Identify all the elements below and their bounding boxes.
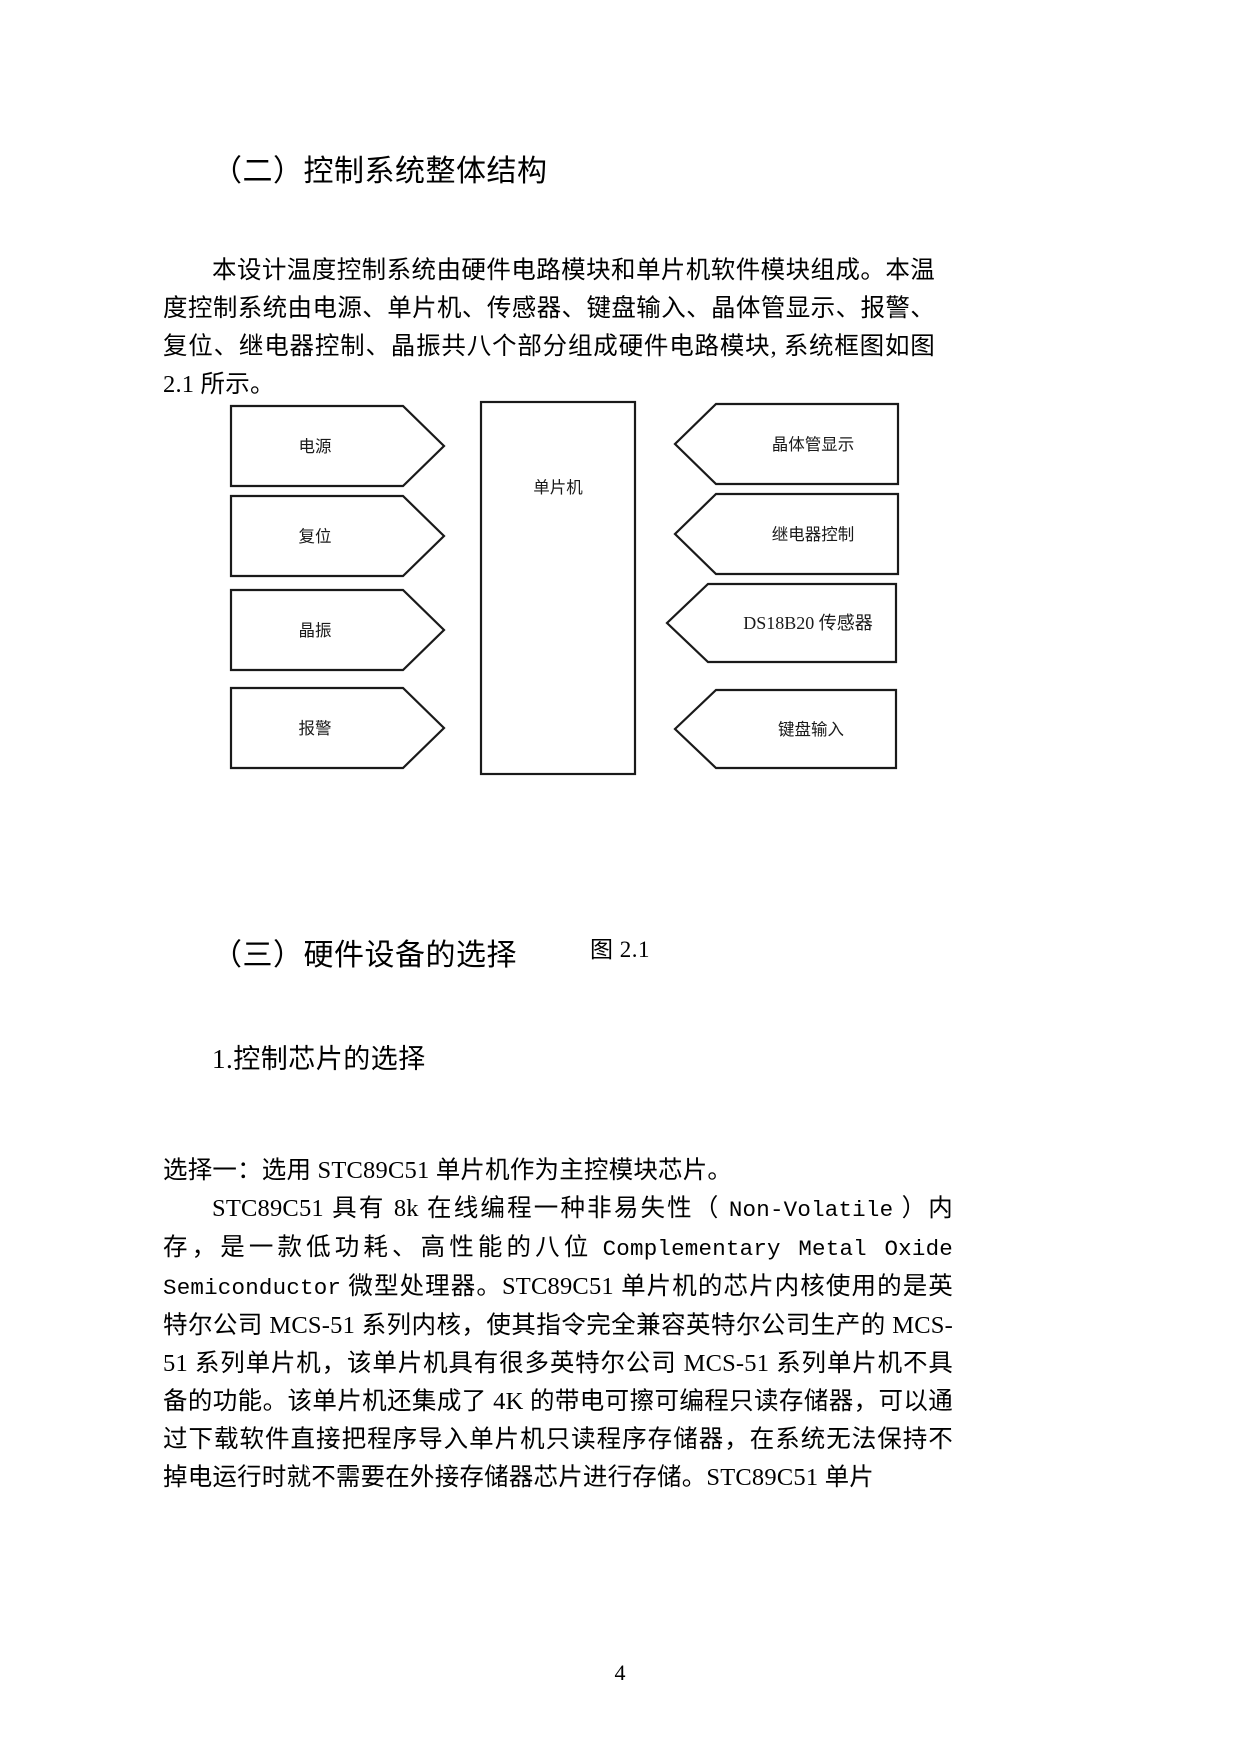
diagram-left-label-3: 晶振 [299, 621, 332, 640]
detail-mono-run-2: Complementary Metal Oxide Semiconductor [163, 1236, 953, 1301]
heading-subsection-one: 1.控制芯片的选择 [212, 1044, 426, 1074]
heading-section-two: （二）控制系统整体结构 [212, 155, 548, 188]
detail-mono-run-1: Non-Volatile [728, 1197, 894, 1223]
figure-block-diagram: 单片机 电源 复位 晶振 报警 晶体管显示 [163, 390, 953, 790]
page-number: 4 [614, 1660, 626, 1685]
diagram-left-label-1: 电源 [299, 437, 332, 456]
diagram-left-label-4: 报警 [299, 719, 332, 738]
block-diagram-svg: 单片机 电源 复位 晶振 报警 晶体管显示 [229, 400, 900, 776]
diagram-right-block-3: DS18B20 传感器 [665, 582, 898, 664]
paragraph-intro: 本设计温度控制系统由硬件电路模块和单片机软件模块组成。本温度控制系统由电源、单片… [163, 257, 935, 398]
diagram-center-label: 单片机 [533, 478, 583, 497]
heading-section-three: （三）硬件设备的选择 [212, 939, 517, 972]
diagram-left-block-4: 报警 [229, 686, 446, 770]
diagram-right-label-3: DS18B20 传感器 [743, 613, 873, 633]
diagram-right-block-4: 键盘输入 [673, 688, 898, 770]
diagram-center-mcu: 单片机 [479, 400, 637, 776]
diagram-left-block-2: 复位 [229, 494, 446, 578]
diagram-right-block-1: 晶体管显示 [673, 402, 900, 486]
detail-text-run-1: STC89C51 具有 8k 在线编程一种非易失性（ [212, 1195, 729, 1222]
diagram-left-block-3: 晶振 [229, 588, 446, 672]
diagram-right-block-2: 继电器控制 [673, 492, 900, 576]
detail-text-run-2: ）内存，是一款低功耗、高性能的八位 [163, 1195, 953, 1261]
diagram-left-label-2: 复位 [299, 527, 332, 546]
paragraph-choice-one: 选择一：选用 STC89C51 单片机作为主控模块芯片。 [163, 1157, 733, 1184]
detail-text-run-3: 微型处理器。STC89C51 单片机的芯片内核使用的是英特尔公司 MCS-51 … [163, 1273, 953, 1491]
diagram-right-label-2: 继电器控制 [772, 525, 855, 544]
paragraph-chip-detail: STC89C51 具有 8k 在线编程一种非易失性（ Non-Volatile … [163, 1190, 953, 1497]
diagram-right-label-1: 晶体管显示 [772, 435, 855, 454]
diagram-left-block-1: 电源 [229, 404, 446, 488]
figure-caption: 图 2.1 [590, 937, 650, 962]
diagram-right-label-4: 键盘输入 [778, 720, 844, 739]
